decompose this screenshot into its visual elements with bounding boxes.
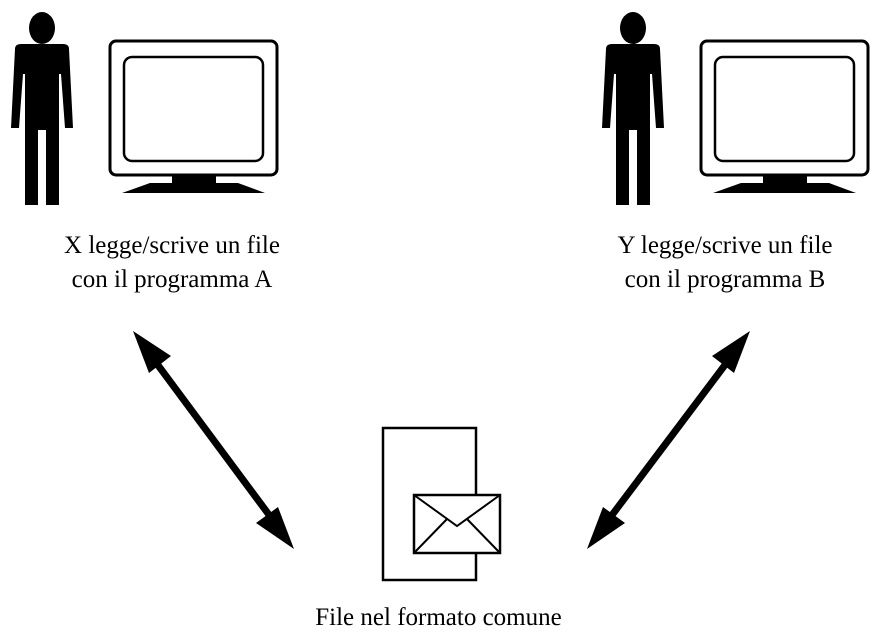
user-x-caption-line2: con il programma A — [71, 266, 273, 293]
user-y-person-icon — [602, 12, 664, 205]
user-x-person-icon — [11, 12, 73, 205]
user-y-monitor-icon — [699, 39, 870, 193]
user-y-caption-line2: con il programma B — [624, 266, 826, 293]
arrow-right-double-arrow-icon — [587, 331, 750, 549]
shared-file-caption: File nel formato comune — [315, 601, 561, 635]
user-x-caption: X legge/scrive un file con il programma … — [64, 229, 280, 297]
user-x-caption-line1: X legge/scrive un file — [64, 232, 280, 259]
arrow-left-double-arrow-icon — [133, 331, 294, 549]
user-y-caption-line1: Y legge/scrive un file — [617, 232, 833, 259]
shared-file-envelope-icon — [412, 493, 502, 555]
user-x-monitor-icon — [108, 39, 279, 193]
shared-file-caption-text: File nel formato comune — [315, 604, 562, 631]
user-y-caption: Y legge/scrive un file con il programma … — [618, 229, 833, 297]
